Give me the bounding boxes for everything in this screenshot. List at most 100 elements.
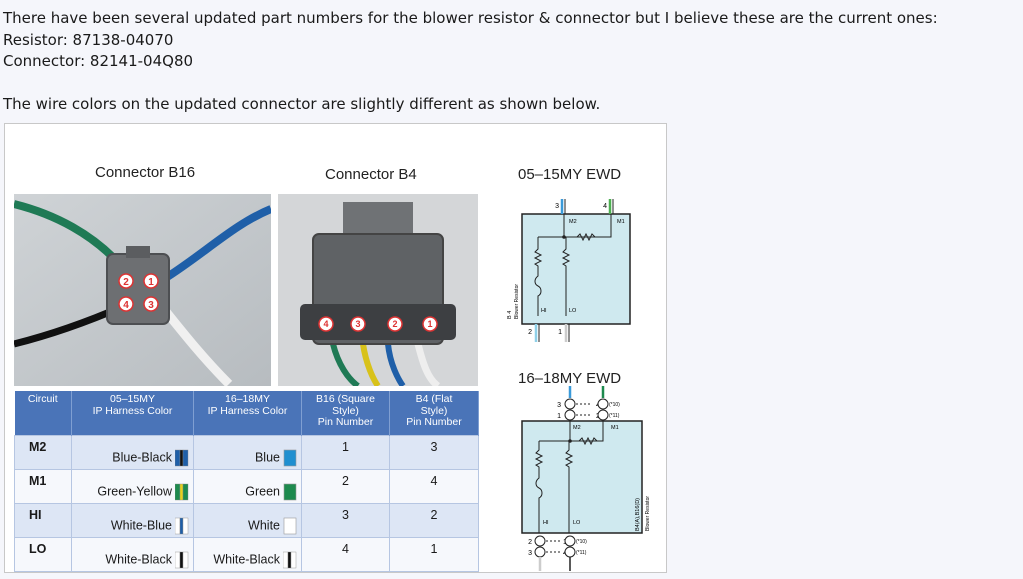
circuit-cell-text: HI [29, 508, 42, 522]
ewd-new-label-m1: M1 [611, 425, 619, 431]
ewd-new-row4-note: (*11) [576, 550, 587, 556]
connector-figure: Connector B16 Connector B4 2 1 4 3 [4, 123, 667, 573]
b4-pin-cell-text: 2 [430, 508, 438, 522]
b16-pin-cell-text: 2 [342, 474, 349, 488]
old-color-cell: White-Black [71, 537, 194, 572]
b4-pin-3: 3 [355, 319, 360, 329]
new-color-cell-text: Blue [254, 450, 280, 465]
table-header-line: Pin Number [317, 416, 374, 428]
old-color-cell-text: Green-Yellow [97, 484, 172, 499]
connector-b4-photo: 4 3 2 1 [278, 194, 478, 386]
b16-pin-cell: 2 [301, 469, 390, 504]
wire-color-swatch-icon [175, 449, 189, 467]
b4-pin-cell: 1 [389, 537, 479, 572]
ewd-old-title: 05–15MY EWD [518, 166, 622, 183]
ewd-old-label-m1: M1 [617, 219, 625, 225]
ewd-new-label-lo: LO [573, 520, 581, 526]
table-header-line: IP Harness Color [207, 404, 288, 417]
b4-pin-4: 4 [323, 319, 328, 329]
ewd-old-top-pin-3: 3 [555, 203, 559, 210]
table-header-0: Circuit [14, 391, 72, 436]
b16-pin-1: 1 [148, 277, 154, 288]
circuit-cell: M1 [14, 469, 72, 504]
b4-pin-cell: 4 [389, 469, 479, 504]
ewd-old-diagram: 3 4 M2 M1 HI LO 2 1 B 4 Blower Resistor [507, 199, 631, 342]
circuit-cell: HI [14, 503, 72, 538]
old-color-cell: Blue-Black [71, 435, 194, 470]
ewd-old-label-hi: HI [541, 308, 547, 314]
b16-pin-cell: 3 [301, 503, 390, 538]
new-color-cell: Green [193, 469, 302, 504]
ewd-new-title: 16–18MY EWD [518, 370, 622, 387]
ewd-new-row2-note: (*11) [609, 413, 620, 419]
ewd-new-row1-left: 3 [557, 402, 561, 409]
wire-color-swatch-icon [283, 449, 297, 467]
b4-pin-cell-text: 1 [430, 542, 438, 556]
b16-pin-cell-text: 3 [342, 508, 349, 522]
b4-pin-cell: 2 [389, 503, 479, 538]
b4-pin-cell-text: 3 [430, 440, 438, 454]
circuit-cell-text: M2 [29, 440, 47, 454]
new-color-cell: White [193, 503, 302, 538]
ewd-old-bottom-pin-1: 1 [558, 329, 562, 336]
ewd-new-side-label: B4(A),B16(D) [635, 498, 641, 531]
table-header-line: Circuit [27, 393, 58, 405]
wire-color-swatch-icon [175, 483, 189, 501]
table-header-line: 16–18MY [225, 393, 270, 405]
wire-color-swatch-icon [175, 517, 189, 535]
connector-b16-photo: 2 1 4 3 [14, 194, 271, 386]
ewd-new-row1-note: (*10) [609, 402, 620, 408]
circuit-cell: LO [14, 537, 72, 572]
connector-part-number: Connector: 82141-04Q80 [3, 52, 194, 70]
wire-color-swatch-icon [283, 517, 297, 535]
ewd-old-label-m2: M2 [569, 219, 577, 225]
b4-pin-1: 1 [427, 319, 432, 329]
old-color-cell-text: Blue-Black [112, 450, 172, 465]
intro-text: There have been several updated part num… [3, 8, 938, 115]
intro-line-1: There have been several updated part num… [3, 9, 938, 27]
circuit-cell-text: M1 [29, 474, 47, 488]
ewd-new-row4-left: 3 [528, 550, 532, 557]
old-color-cell-text: White-Blue [110, 518, 172, 533]
b4-pin-cell: 3 [389, 435, 479, 470]
table-header-line: 05–15MY [110, 393, 155, 405]
ewd-new-row3-note: (*10) [576, 539, 587, 545]
b4-pin-cell-text: 4 [430, 474, 438, 488]
wire-color-swatch-icon [283, 551, 297, 569]
new-color-cell-text: Green [245, 484, 280, 499]
new-color-cell: White-Black [193, 537, 302, 572]
ewd-new-side-caption: Blower Resistor [645, 496, 651, 531]
table-header-line: B4 (Flat [415, 393, 453, 405]
new-color-cell: Blue [193, 435, 302, 470]
new-color-cell-text: White [248, 518, 280, 533]
ewd-new-row2-left: 1 [557, 413, 561, 420]
table-header-line: B16 (Square [316, 393, 375, 405]
ewd-old-side-caption: Blower Resistor [514, 284, 520, 319]
table-header-line: Style) [420, 404, 448, 417]
new-color-cell-text: White-Black [213, 552, 280, 567]
ewd-old-label-lo: LO [569, 308, 577, 314]
b16-pin-cell-text: 4 [342, 542, 349, 556]
old-color-cell: Green-Yellow [71, 469, 194, 504]
b16-pin-4: 4 [123, 300, 129, 311]
table-header-line: Style) [332, 404, 359, 417]
ewd-old-side-label: B 4 [507, 311, 513, 319]
intro-line-4: The wire colors on the updated connector… [3, 94, 601, 113]
b16-pin-cell: 4 [301, 537, 390, 572]
ewd-old-bottom-pin-2: 2 [528, 329, 532, 336]
ewd-old-top-pin-4: 4 [603, 203, 607, 210]
wire-color-swatch-icon [283, 483, 297, 501]
b4-pin-2: 2 [392, 319, 397, 329]
table-header-line: Pin Number [406, 416, 462, 428]
ewd-new-row3-left: 2 [528, 539, 532, 546]
resistor-part-number: Resistor: 87138-04070 [3, 30, 174, 49]
ewd-new-diagram: 3 4 (*10) 1 2 (*11) M2 M1 HI LO B4(A),B1… [521, 386, 651, 571]
table-header-line: IP Harness Color [92, 404, 173, 417]
